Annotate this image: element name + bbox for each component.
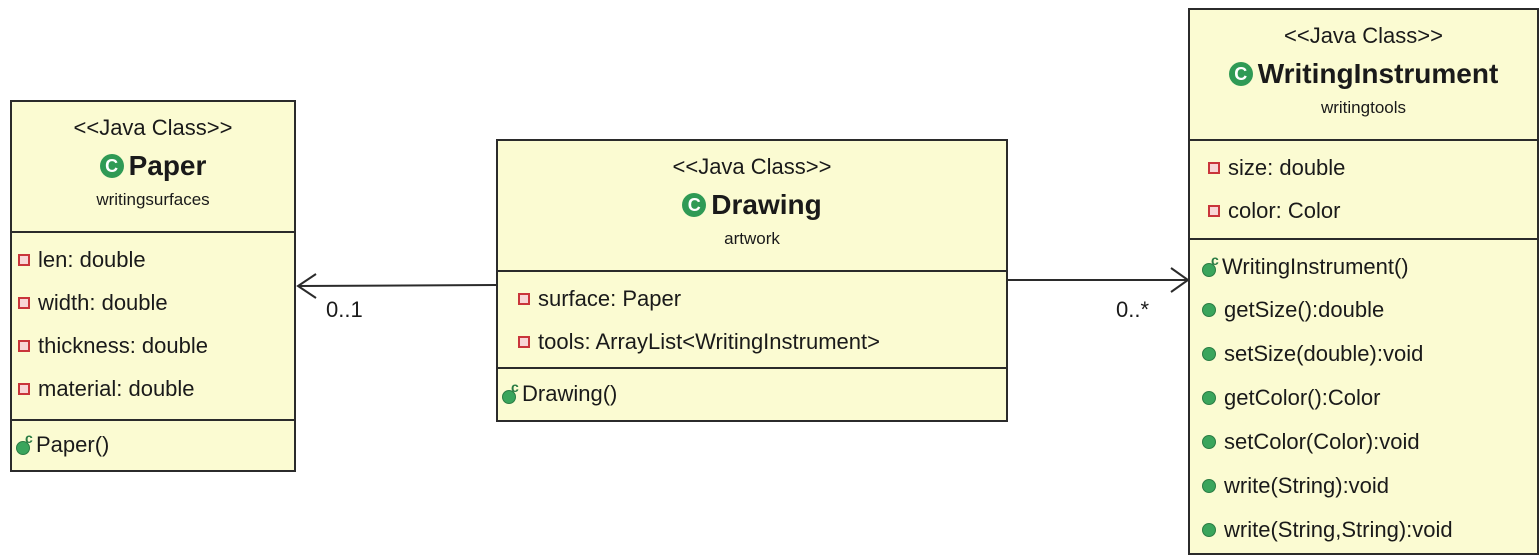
private-field-icon: [518, 292, 530, 305]
method-label: setSize(double):void: [1224, 341, 1424, 366]
method-row: write(String):void: [1190, 464, 1537, 508]
field-row: material: double: [12, 367, 294, 410]
method-row: getColor():Color: [1190, 376, 1537, 420]
field-label: surface: Paper: [538, 285, 682, 311]
field-row: width: double: [12, 281, 294, 324]
method-label: write(String):void: [1224, 473, 1390, 498]
class-name: Paper: [128, 150, 207, 181]
package-label: artwork: [724, 229, 780, 248]
constructor-icon: c: [502, 379, 520, 404]
field-label: tools: ArrayList<WritingInstrument>: [538, 328, 880, 354]
public-method-icon: [1202, 479, 1216, 493]
method-label: getSize():double: [1224, 297, 1385, 322]
field-label: thickness: double: [38, 332, 208, 358]
field-label: width: double: [38, 289, 168, 315]
field-row: surface: Paper: [498, 277, 1006, 320]
field-row: size: double: [1190, 146, 1537, 189]
package-label: writingtools: [1320, 98, 1407, 117]
association-line-paper: [297, 284, 497, 287]
class-header: <<Java Class>> C WritingInstrument writi…: [1190, 10, 1537, 141]
method-row: setColor(Color):void: [1190, 420, 1537, 464]
class-name: WritingInstrument: [1257, 58, 1499, 89]
class-box-writinginstrument[interactable]: <<Java Class>> C WritingInstrument writi…: [1188, 8, 1539, 555]
class-header: <<Java Class>> C Paper writingsurfaces: [12, 102, 294, 233]
method-row: write(String,String):void: [1190, 508, 1537, 552]
private-field-icon: [18, 253, 30, 266]
class-icon: C: [99, 154, 124, 178]
method-label: setColor(Color):void: [1224, 429, 1420, 454]
method-row: getSize():double: [1190, 288, 1537, 332]
method-label: write(String,String):void: [1224, 517, 1453, 542]
stereotype-label: <<Java Class>>: [1284, 23, 1443, 48]
multiplicity-writinginstrument: 0..*: [1116, 297, 1150, 322]
field-label: material: double: [38, 375, 195, 401]
private-field-icon: [18, 296, 30, 309]
public-method-icon: [1202, 435, 1216, 449]
public-method-icon: [1202, 303, 1216, 317]
method-row: setSize(double):void: [1190, 332, 1537, 376]
package-label: writingsurfaces: [96, 190, 210, 209]
arrowhead-paper: [296, 273, 317, 299]
constructor-label: Drawing(): [522, 381, 618, 406]
public-method-icon: [1202, 347, 1216, 361]
method-label: getColor():Color: [1224, 385, 1381, 410]
constructor-icon: c: [16, 430, 34, 455]
private-field-icon: [18, 382, 30, 395]
class-box-drawing[interactable]: <<Java Class>> C Drawing artwork surface…: [496, 139, 1008, 422]
class-header: <<Java Class>> C Drawing artwork: [498, 141, 1006, 272]
field-row: tools: ArrayList<WritingInstrument>: [498, 320, 1006, 363]
constructor-label: WritingInstrument(): [1222, 254, 1409, 279]
class-title-row: C Paper: [12, 150, 294, 182]
public-method-icon: [1202, 523, 1216, 537]
class-title-row: C WritingInstrument: [1190, 58, 1537, 90]
stereotype-label: <<Java Class>>: [73, 115, 233, 140]
private-field-icon: [1208, 204, 1220, 217]
fields-section: surface: Paper tools: ArrayList<WritingI…: [498, 272, 1006, 369]
field-label: size: double: [1228, 154, 1346, 180]
class-icon: C: [682, 193, 707, 217]
class-icon: C: [1228, 62, 1253, 86]
field-label: color: Color: [1228, 197, 1341, 223]
private-field-icon: [18, 339, 30, 352]
fields-section: size: double color: Color: [1190, 141, 1537, 240]
constructor-icon: c: [1202, 252, 1220, 277]
fields-section: len: double width: double thickness: dou…: [12, 233, 294, 421]
class-name: Drawing: [711, 189, 822, 220]
private-field-icon: [518, 335, 530, 348]
field-row: thickness: double: [12, 324, 294, 367]
public-method-icon: [1202, 391, 1216, 405]
field-row: len: double: [12, 238, 294, 281]
private-field-icon: [1208, 161, 1220, 174]
constructor-label: Paper(): [36, 432, 110, 457]
stereotype-label: <<Java Class>>: [672, 154, 832, 179]
multiplicity-paper: 0..1: [326, 297, 363, 322]
field-label: len: double: [38, 246, 146, 272]
class-box-paper[interactable]: <<Java Class>> C Paper writingsurfaces l…: [10, 100, 296, 472]
class-title-row: C Drawing: [498, 189, 1006, 221]
field-row: color: Color: [1190, 189, 1537, 232]
